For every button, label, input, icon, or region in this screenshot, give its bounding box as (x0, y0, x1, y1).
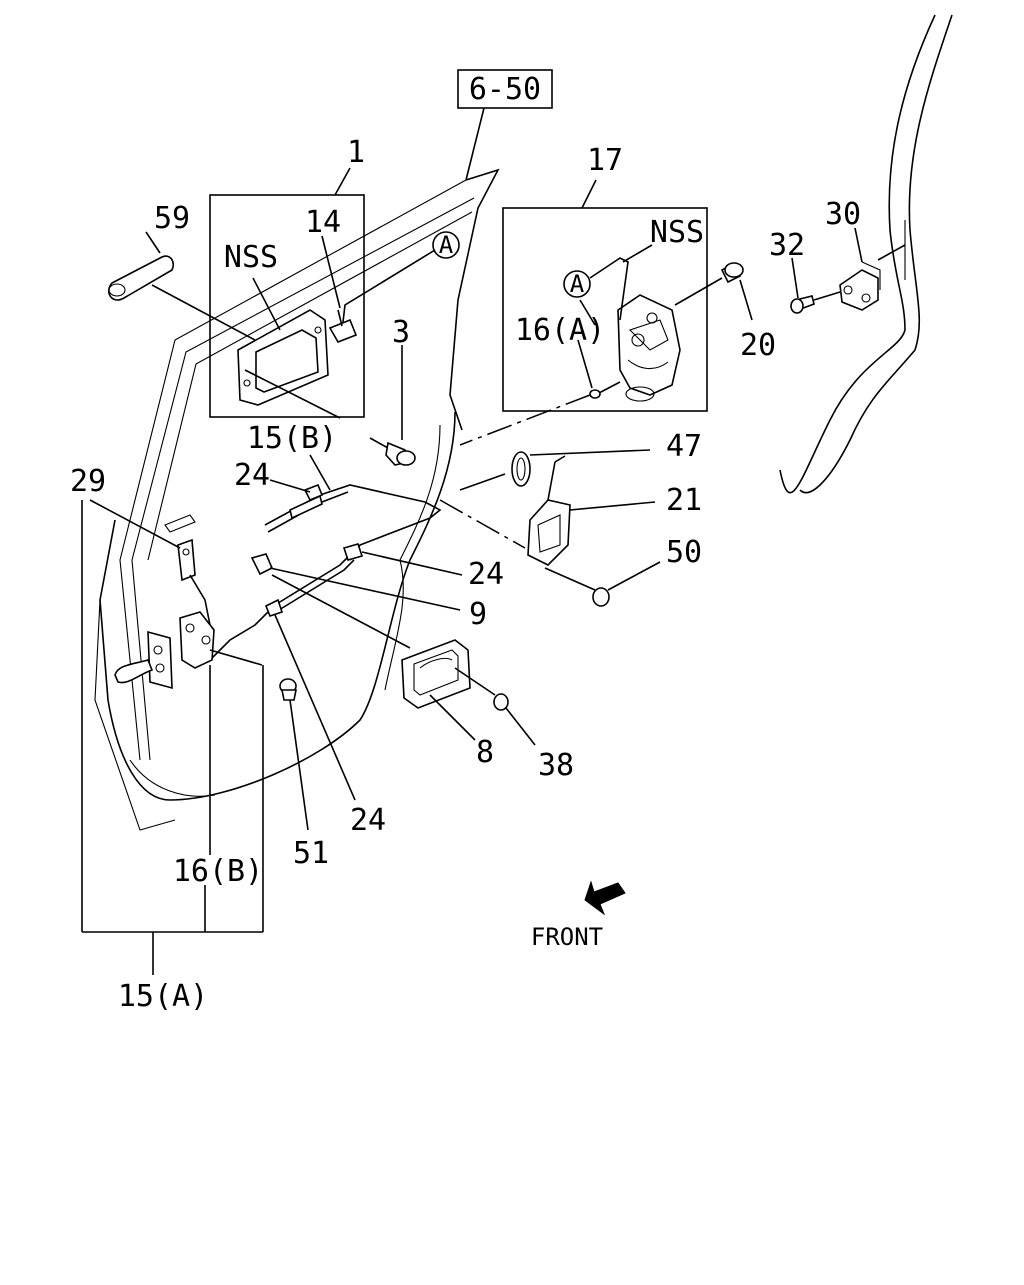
body-opening (779, 14, 953, 494)
callout-a-left: A (439, 231, 454, 259)
rod-15b (264, 454, 442, 561)
screw-32 (790, 257, 841, 314)
reference-box: 6-50 (457, 69, 553, 181)
clip-9 (250, 553, 461, 649)
screw-20 (674, 262, 753, 321)
bolt-3 (369, 345, 416, 466)
callout-nss-right: NSS (650, 215, 704, 250)
grommet-47 (459, 449, 651, 491)
screw-51 (279, 678, 309, 831)
callout-51: 51 (293, 836, 329, 871)
callout-3: 3 (392, 315, 410, 350)
callout-8: 8 (476, 735, 494, 770)
reference-a-right-marker (563, 270, 591, 298)
callout-20: 20 (740, 328, 776, 363)
lock-29 (89, 499, 263, 690)
callout-50: 50 (666, 535, 702, 570)
callout-9: 9 (469, 597, 487, 632)
reference-a-left-marker (432, 231, 460, 259)
callout-nss-left: NSS (224, 240, 278, 275)
bolt-50 (544, 561, 661, 607)
callout-17: 17 (587, 143, 623, 178)
callout-24-top: 24 (234, 458, 270, 493)
callout-15b: 15(B) (247, 421, 337, 456)
lock-box (502, 179, 708, 412)
callout-59: 59 (154, 201, 190, 236)
callout-32: 32 (769, 228, 805, 263)
callout-30: 30 (825, 197, 861, 232)
callout-labels: 1 59 14 NSS A 3 17 NSS A 16(A) 20 30 32 … (70, 135, 861, 1014)
striker-30 (839, 227, 906, 311)
callout-14: 14 (305, 205, 341, 240)
callout-47: 47 (666, 429, 702, 464)
callout-15a: 15(A) (118, 979, 208, 1014)
reference-box-label: 6-50 (469, 72, 541, 107)
front-arrow-icon (584, 880, 626, 916)
callout-29: 29 (70, 464, 106, 499)
front-label: FRONT (531, 923, 603, 951)
callout-21: 21 (666, 483, 702, 518)
callout-a-right: A (570, 270, 585, 298)
callout-1: 1 (347, 135, 365, 170)
outside-handle-box (209, 167, 436, 418)
rod-15a (209, 543, 463, 661)
callout-38: 38 (538, 748, 574, 783)
door-panel (94, 168, 500, 831)
callout-24-low: 24 (350, 803, 386, 838)
tube-59 (108, 231, 256, 341)
inside-handle-8 (401, 639, 476, 741)
callout-16a: 16(A) (515, 313, 605, 348)
callout-bracket-15a (81, 500, 264, 975)
bracket-21 (527, 455, 656, 566)
screw-38 (454, 667, 536, 746)
callout-24-mid: 24 (468, 557, 504, 592)
callout-16b: 16(B) (173, 854, 263, 889)
